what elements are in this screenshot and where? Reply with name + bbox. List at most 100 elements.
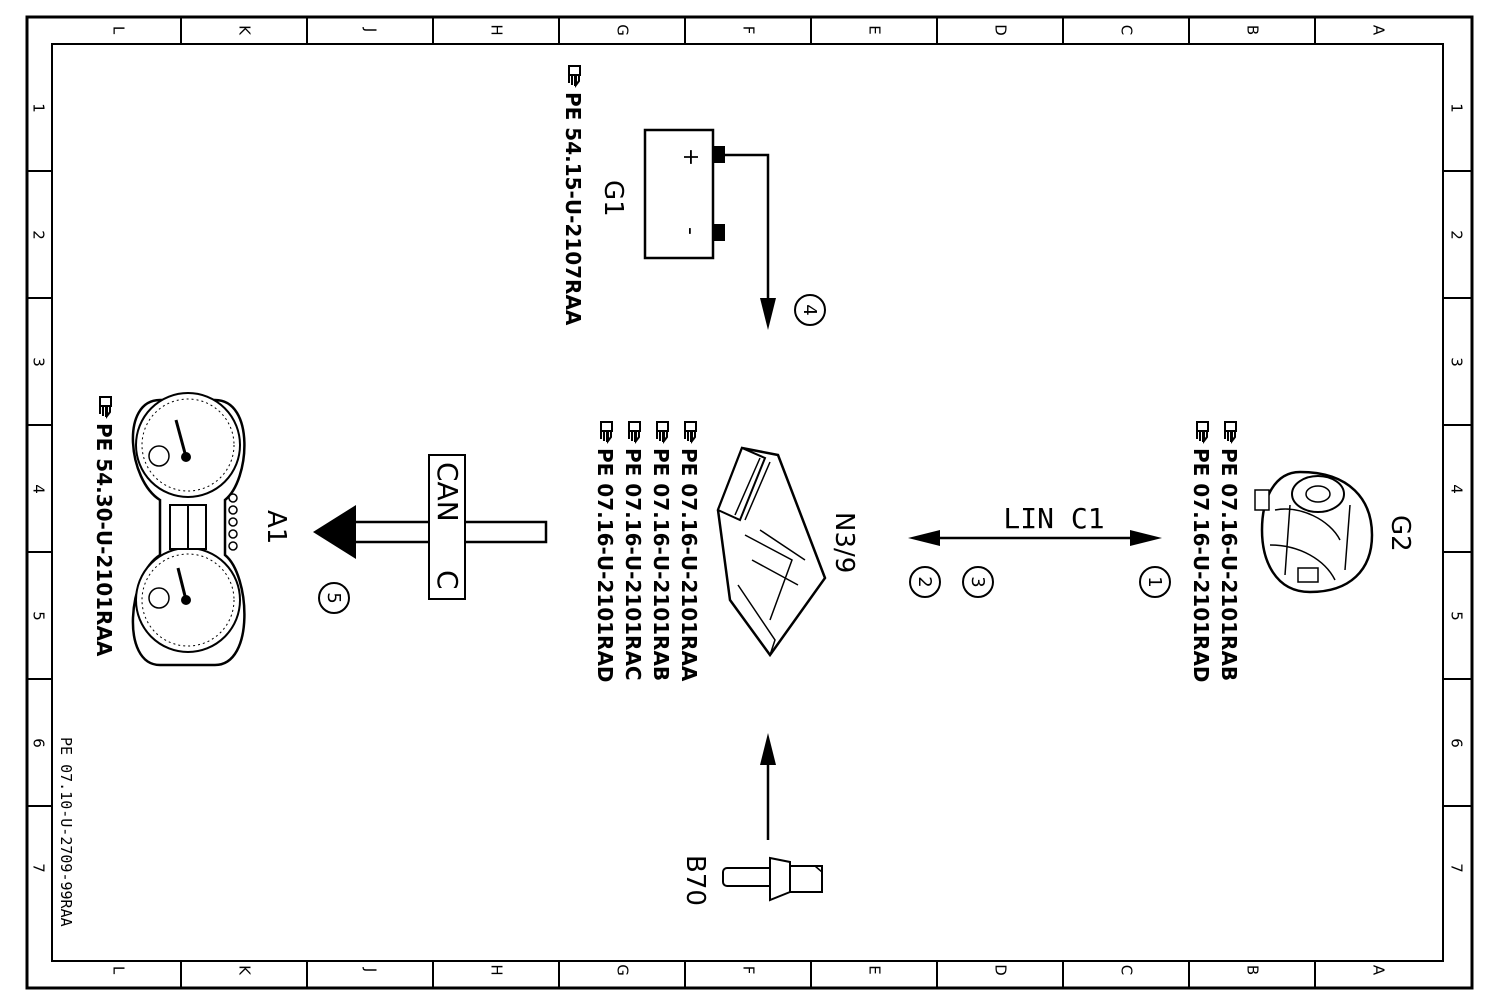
control-unit-n3-9 [716, 446, 827, 658]
hand-pointer-icon [1224, 421, 1237, 444]
frame-grid-ticks [27, 17, 1472, 988]
hand-pointer-icon [600, 421, 613, 444]
alternator-g2 [1254, 470, 1374, 594]
control-unit-connector-detail [734, 457, 771, 521]
control-unit-base [729, 584, 776, 657]
hand-pointer-icon [1196, 421, 1209, 444]
alternator-mount-top [1254, 489, 1270, 511]
frame-row-label-left: 4 [30, 484, 48, 494]
frame-col-label-top: K [236, 25, 254, 36]
right-subdial [148, 587, 170, 609]
frame-col-label-bottom: C [1118, 965, 1136, 975]
n3-9-refs: PE 07.16-U-2101RAA PE 07.16-U-2101RAB PE… [593, 421, 701, 683]
sensor-connector-detail [814, 865, 823, 892]
marker-4: 4 [794, 294, 826, 326]
hand-pointer-icon [568, 65, 581, 88]
frame-row-label-right: 3 [1448, 357, 1466, 367]
a1-label: A1 [261, 510, 291, 544]
frame-col-label-bottom: K [236, 965, 254, 976]
frame-col-label-bottom: L [110, 966, 128, 975]
g2-refs: PE 07.16-U-2101RAB PE 07.16-U-2101RAD [1189, 421, 1241, 683]
frame-row-label-left: 2 [30, 230, 48, 240]
battery-g1: + - [643, 128, 725, 260]
alternator-fins [1269, 504, 1351, 581]
frame-row-label-left: 5 [30, 611, 48, 621]
sensor-tip [722, 867, 776, 887]
battery-plus-terminal [712, 146, 725, 163]
right-needle [176, 567, 188, 601]
frame-col-label-top: L [110, 26, 128, 35]
frame-col-label-top: J [362, 27, 380, 32]
n3-9-ref-2: PE 07.16-U-2101RAB [649, 448, 673, 681]
can-bus-label: CAN [431, 462, 464, 522]
frame-col-label-top: E [866, 25, 884, 34]
lin-bus-label: LIN C1 [1003, 502, 1104, 535]
frame-row-label-right: 1 [1448, 103, 1466, 113]
g2-label: G2 [1385, 515, 1415, 552]
marker-3-text: 3 [967, 576, 988, 587]
n3-9-label: N3/9 [829, 512, 859, 573]
frame-col-label-bottom: D [992, 964, 1010, 976]
g1-refs: PE 54.15-U-2107RAA [561, 65, 585, 326]
left-subdial [148, 445, 170, 467]
frame-col-label-top: F [740, 26, 758, 35]
a1-refs: PE 54.30-U-2101RAA [92, 396, 116, 657]
left-gauge-scale [141, 398, 235, 492]
marker-1: 1 [1139, 566, 1171, 598]
g2-ref-1: PE 07.16-U-2101RAB [1217, 448, 1241, 681]
inner-frame [51, 43, 1444, 962]
marker-3: 3 [962, 566, 994, 598]
left-gauge [135, 392, 241, 498]
frame-col-label-bottom: J [362, 967, 380, 972]
battery-minus-terminal [712, 224, 725, 241]
n3-9-ref-1: PE 07.16-U-2101RAA [677, 448, 701, 682]
frame-col-label-bottom: E [866, 965, 884, 974]
battery-minus-sign: - [678, 227, 703, 235]
drawing-number: PE 07.10-U-2709-99RAA [57, 737, 75, 927]
frame-row-label-right: 4 [1448, 484, 1466, 494]
left-needle-hub [181, 452, 191, 462]
marker-1-text: 1 [1144, 576, 1165, 587]
a1-ref-1: PE 54.30-U-2101RAA [92, 423, 116, 657]
hand-pointer-icon [99, 396, 112, 419]
instrument-cluster-a1 [131, 392, 246, 667]
left-needle [174, 419, 188, 458]
frame-col-label-top: A [1370, 25, 1388, 36]
frame-col-label-top: B [1244, 25, 1262, 35]
frame-col-label-bottom: H [488, 964, 506, 975]
frame-row-label-left: 3 [30, 357, 48, 367]
frame-col-label-top: H [488, 24, 506, 35]
frame-col-label-bottom: G [614, 964, 632, 976]
frame-row-label-right: 7 [1448, 863, 1466, 873]
outer-frame [25, 15, 1474, 990]
alternator-pulley-hub [1305, 485, 1331, 503]
frame-row-label-right: 2 [1448, 230, 1466, 240]
frame-row-label-right: 5 [1448, 611, 1466, 621]
right-needle-hub [181, 595, 191, 605]
b70-label: B70 [680, 855, 710, 906]
hand-pointer-icon [656, 421, 669, 444]
battery-body [643, 128, 715, 260]
alternator-mount-bottom [1297, 567, 1319, 583]
frame-col-label-top: G [614, 24, 632, 36]
cluster-indicator-lamps [228, 493, 238, 551]
frame-row-label-left: 1 [30, 103, 48, 113]
g1-supply-wire [725, 153, 770, 300]
can-bus-arrowhead [313, 505, 356, 559]
frame-col-label-bottom: F [740, 966, 758, 975]
hand-pointer-icon [684, 421, 697, 444]
lin-bus-arrowhead-right [1130, 530, 1162, 546]
marker-5-text: 5 [323, 592, 344, 603]
marker-4-text: 4 [799, 304, 820, 315]
frame-col-label-bottom: A [1370, 965, 1388, 976]
sensor-connector [789, 865, 823, 893]
can-bus-channel: C [431, 570, 464, 590]
b70-signal-arrowhead [760, 733, 776, 765]
g2-ref-2: PE 07.16-U-2101RAD [1189, 448, 1213, 683]
frame-row-label-left: 6 [30, 738, 48, 748]
n3-9-ref-3: PE 07.16-U-2101RAC [621, 448, 645, 681]
hand-pointer-icon [628, 421, 641, 444]
can-bus-label-box [428, 454, 466, 600]
g1-label: G1 [598, 180, 628, 217]
